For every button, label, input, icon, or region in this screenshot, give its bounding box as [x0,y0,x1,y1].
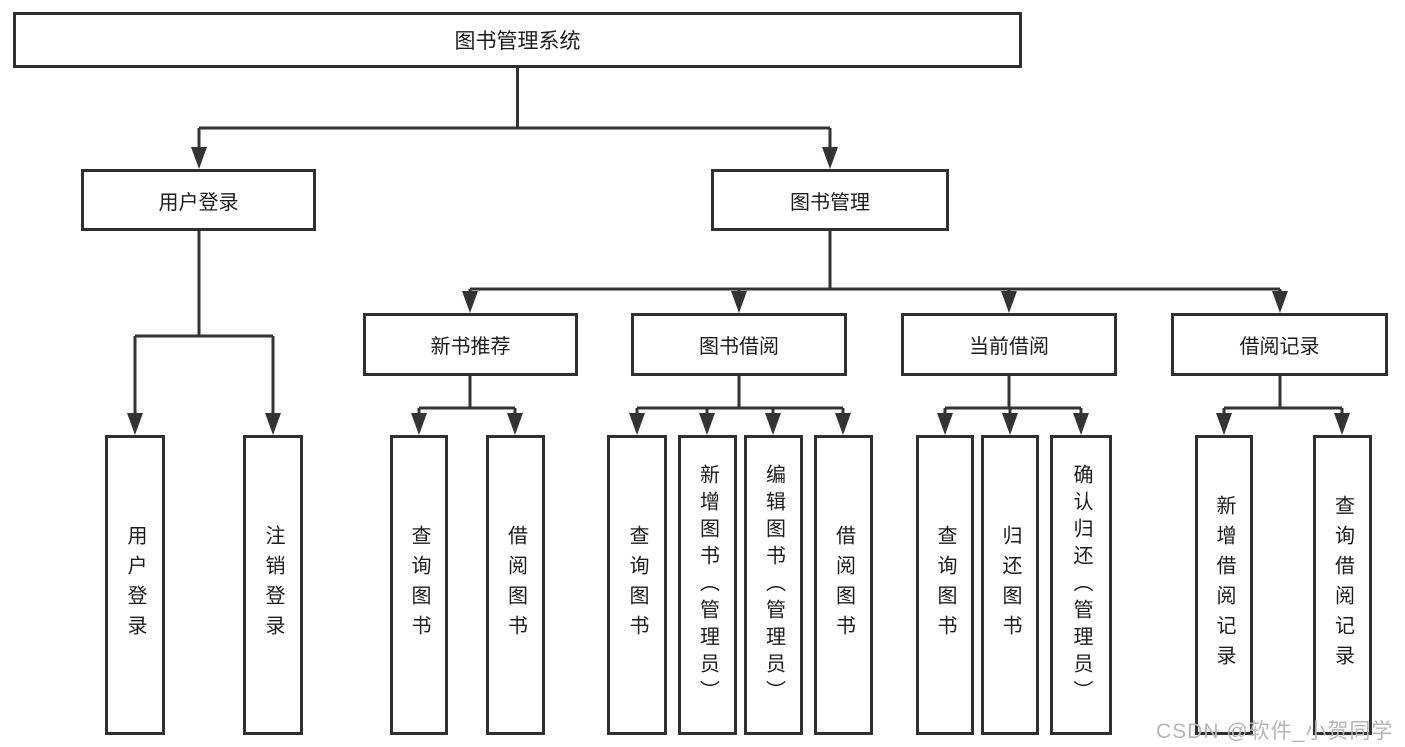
leaf-label: 归还图书 [999,525,1021,645]
leaf-label: 注销登录 [262,525,284,645]
leaf-label: 查询图书 [934,525,956,645]
arrow-down-icon [411,413,427,435]
leaf-query-books: 查询图书 [607,435,667,735]
leaf-logout: 注销登录 [243,435,303,735]
node-label: 当前借阅 [969,336,1049,358]
leaf-label: 新增借阅记录 [1213,495,1235,675]
arrow-down-icon [1272,291,1288,313]
leaf-label: 查询借阅记录 [1331,495,1354,675]
leaf-label: 确认归还（管理员） [1070,463,1092,707]
leaf-return-books: 归还图书 [981,435,1039,735]
watermark: CSDN @软件_小贺同学 [1156,720,1394,743]
node-label: 借阅记录 [1239,336,1320,358]
arrow-down-icon [265,413,281,435]
leaf-label: 新增图书（管理员） [696,463,719,707]
node-label: 用户登录 [158,191,239,214]
node-label: 图书管理 [790,191,870,214]
leaf-query-borrow-record: 查询借阅记录 [1313,435,1372,735]
arrow-down-icon [765,413,781,435]
leaf-label: 查询图书 [626,525,648,645]
arrow-down-icon [191,147,207,169]
node-user-login: 用户登录 [81,169,316,231]
arrow-down-icon [507,413,523,435]
node-label: 图书管理系统 [454,30,581,53]
node-label: 新书推荐 [430,336,511,358]
arrow-down-icon [1002,413,1018,435]
arrow-down-icon [1073,413,1089,435]
leaf-add-book-admin: 新增图书（管理员） [678,435,737,735]
leaf-label: 借阅图书 [504,525,527,645]
leaf-query-books: 查询图书 [390,435,448,735]
node-current-borrowing: 当前借阅 [901,313,1117,376]
arrow-down-icon [699,413,715,435]
leaf-query-books: 查询图书 [916,435,974,735]
node-library-system-root: 图书管理系统 [13,12,1022,68]
node-book-management: 图书管理 [711,169,949,231]
arrow-down-icon [127,413,143,435]
leaf-confirm-return-admin: 确认归还（管理员） [1050,435,1112,735]
leaf-label: 用户登录 [124,525,146,645]
node-label: 图书借阅 [699,336,779,358]
leaf-add-borrow-record: 新增借阅记录 [1195,435,1253,735]
arrow-down-icon [1334,413,1350,435]
arrow-down-icon [629,413,645,435]
leaf-label: 借阅图书 [832,525,855,645]
arrow-down-icon [1216,413,1232,435]
leaf-borrow-books: 借阅图书 [486,435,545,735]
arrow-down-icon [1001,291,1017,313]
node-book-borrowing: 图书借阅 [631,313,847,376]
leaf-label: 查询图书 [408,525,430,645]
leaf-borrow-books: 借阅图书 [814,435,873,735]
arrowheads [127,147,1350,435]
leaf-label: 编辑图书（管理员） [762,463,785,707]
node-borrow-records: 借阅记录 [1171,313,1388,376]
node-new-book-recommend: 新书推荐 [363,313,578,376]
leaf-edit-book-admin: 编辑图书（管理员） [744,435,803,735]
arrow-down-icon [937,413,953,435]
arrow-down-icon [731,291,747,313]
arrow-down-icon [835,413,851,435]
arrow-down-icon [822,147,838,169]
leaf-user-login: 用户登录 [105,435,165,735]
arrow-down-icon [462,291,478,313]
